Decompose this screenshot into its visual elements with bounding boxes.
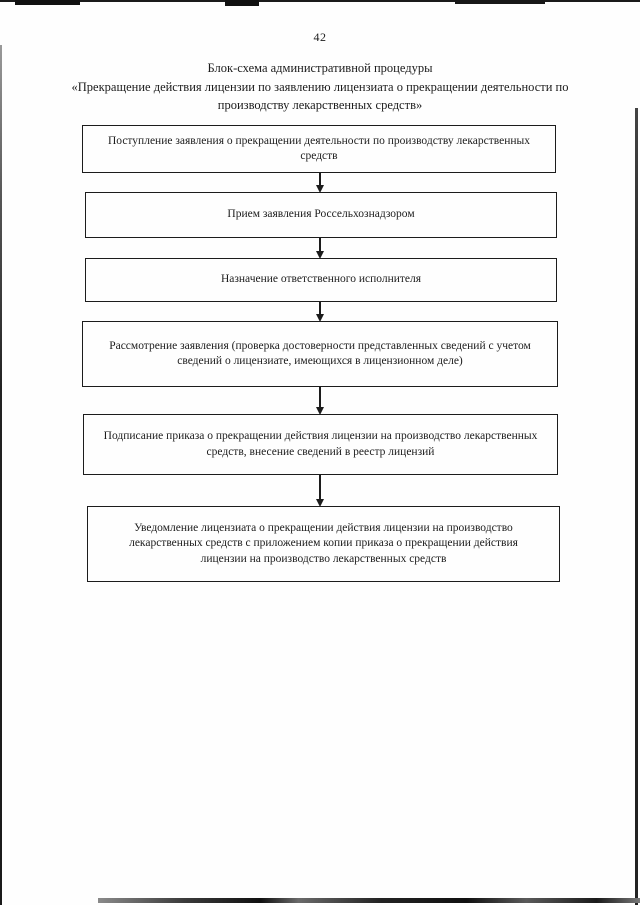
step-label: Прием заявления Россельхознадзором (227, 208, 415, 221)
page-number: 42 (313, 30, 327, 44)
scan-edge-top-segment (225, 0, 259, 6)
scan-edge-bottom (98, 898, 640, 903)
arrow-line (319, 172, 321, 185)
flow-step-incoming-application: Поступление заявления о прекращении деят… (82, 125, 556, 173)
flow-arrow (315, 475, 325, 507)
flow-step-order-signing: Подписание приказа о прекращении действи… (83, 414, 558, 475)
document-title: Блок-схема административной процедуры «П… (50, 59, 590, 115)
flow-step-application-review: Рассмотрение заявления (проверка достове… (82, 321, 558, 387)
arrow-down-icon (316, 314, 324, 322)
arrow-down-icon (316, 499, 324, 507)
scan-edge-left (0, 45, 2, 905)
scan-edge-top (0, 0, 640, 2)
flow-step-assign-executor: Назначение ответственного исполнителя (85, 258, 557, 302)
flow-arrow (315, 302, 325, 322)
arrow-line (319, 387, 321, 407)
scan-edge-right (635, 108, 638, 905)
arrow-line (319, 238, 321, 251)
arrow-down-icon (316, 251, 324, 259)
title-line: Блок-схема административной процедуры (207, 61, 433, 75)
flow-arrow (315, 172, 325, 193)
scan-edge-top-segment (15, 0, 80, 5)
step-label: Уведомление лицензиата о прекращении дей… (129, 521, 518, 565)
step-label: Рассмотрение заявления (проверка достове… (109, 339, 531, 368)
flow-step-licensee-notification: Уведомление лицензиата о прекращении дей… (87, 506, 560, 582)
arrow-line (319, 475, 321, 499)
flow-arrow (315, 238, 325, 259)
step-label: Назначение ответственного исполнителя (220, 273, 422, 286)
subtitle-line: «Прекращение действия лицензии по заявле… (71, 79, 569, 113)
step-label: Подписание приказа о прекращении действи… (103, 430, 538, 458)
scan-edge-top-segment (455, 0, 545, 4)
arrow-down-icon (316, 185, 324, 193)
flow-arrow (315, 387, 325, 415)
step-label: Поступление заявления о прекращении деят… (107, 134, 530, 163)
arrow-down-icon (316, 407, 324, 415)
flow-step-application-acceptance: Прием заявления Россельхознадзором (85, 192, 557, 238)
arrow-line (319, 302, 321, 314)
